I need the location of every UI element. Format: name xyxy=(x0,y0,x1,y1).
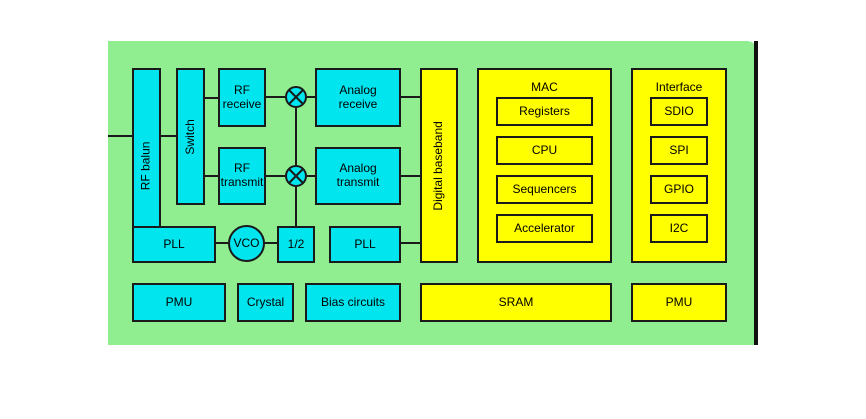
switch-label: Switch xyxy=(182,118,197,155)
rf-transmit-block: RF transmit xyxy=(218,147,266,205)
pmu-left-block: PMU xyxy=(132,283,226,322)
interface-item-spi: SPI xyxy=(650,136,708,165)
interface-item-sdio: SDIO xyxy=(650,97,708,126)
pll-right-block: PLL xyxy=(329,226,401,263)
digital-baseband-block: Digital baseband xyxy=(420,68,458,263)
half-divider-block: 1/2 xyxy=(277,226,315,263)
interface-item-gpio: GPIO xyxy=(650,175,708,204)
mac-item-registers: Registers xyxy=(496,97,593,126)
pmu-right-block: PMU xyxy=(631,283,727,322)
mac-title: MAC xyxy=(531,80,558,94)
mac-item-accelerator: Accelerator xyxy=(496,214,593,243)
bias-circuits-block: Bias circuits xyxy=(305,283,401,322)
interface-item-i2c: I2C xyxy=(650,214,708,243)
mac-item-cpu: CPU xyxy=(496,136,593,165)
pll-left-block: PLL xyxy=(132,226,216,263)
switch-block: Switch xyxy=(176,68,205,205)
digital-baseband-label: Digital baseband xyxy=(431,120,446,211)
analog-receive-block: Analog receive xyxy=(315,68,401,127)
board-edge xyxy=(754,41,758,345)
rf-receive-block: RF receive xyxy=(218,68,266,127)
crystal-block: Crystal xyxy=(237,283,294,322)
vco-block: VCO xyxy=(228,225,265,262)
mac-item-sequencers: Sequencers xyxy=(496,175,593,204)
rf-balun-label: RF balun xyxy=(138,141,153,190)
interface-title: Interface xyxy=(655,80,703,94)
analog-transmit-block: Analog transmit xyxy=(315,147,401,205)
sram-block: SRAM xyxy=(420,283,612,322)
